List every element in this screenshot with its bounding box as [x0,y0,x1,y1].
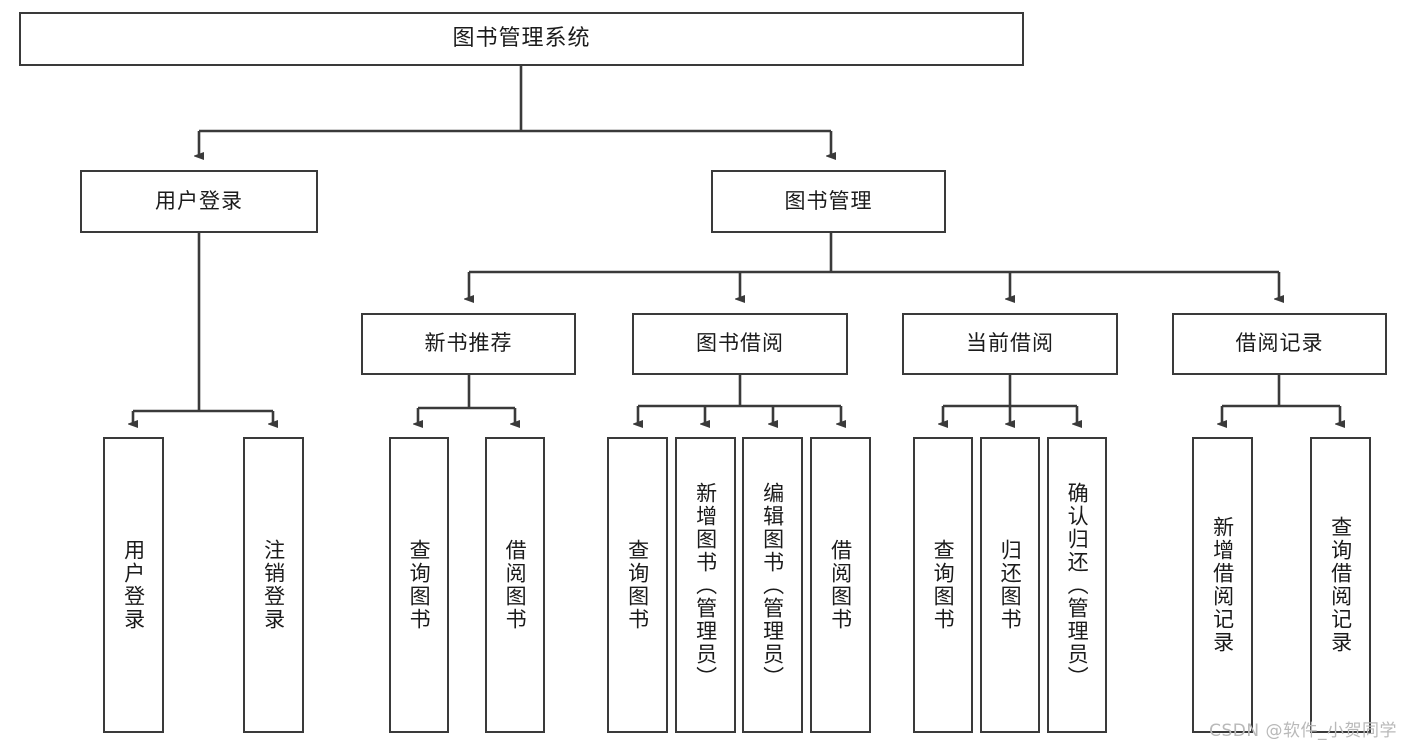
node-root[interactable]: 图书管理系统 [19,12,1024,66]
leaf-current-borrow-return[interactable]: 归还图书 [980,437,1040,733]
node-book-borrow-label: 图书借阅 [696,331,784,356]
node-user-login[interactable]: 用户登录 [80,170,318,233]
leaf-book-borrow-edit[interactable]: 编辑图书（管理员） [742,437,803,733]
leaf-current-borrow-query[interactable]: 查询图书 [913,437,973,733]
leaf-book-borrow-query[interactable]: 查询图书 [607,437,668,733]
leaf-label: 新增借阅记录 [1210,516,1235,654]
leaf-borrow-record-query[interactable]: 查询借阅记录 [1310,437,1371,733]
node-book-borrow[interactable]: 图书借阅 [632,313,848,375]
leaf-borrow-record-add[interactable]: 新增借阅记录 [1192,437,1253,733]
node-borrow-record[interactable]: 借阅记录 [1172,313,1387,375]
node-book-manage[interactable]: 图书管理 [711,170,946,233]
leaf-current-borrow-confirm-return[interactable]: 确认归还（管理员） [1047,437,1107,733]
leaf-label: 借阅图书 [828,539,853,631]
node-current-borrow-label: 当前借阅 [966,331,1054,356]
node-book-manage-label: 图书管理 [784,188,873,213]
node-new-book-recommend-label: 新书推荐 [424,331,513,356]
watermark: CSDN @软件_小贺同学 [1209,721,1397,741]
node-root-label: 图书管理系统 [452,25,591,51]
node-borrow-record-label: 借阅记录 [1235,331,1324,356]
leaf-new-book-query[interactable]: 查询图书 [389,437,449,733]
leaf-label: 查询图书 [931,539,956,631]
leaf-user-login-login[interactable]: 用户登录 [103,437,164,733]
leaf-label: 新增图书（管理员） [693,481,718,689]
leaf-new-book-borrow[interactable]: 借阅图书 [485,437,545,733]
leaf-label: 查询借阅记录 [1328,516,1353,654]
node-user-login-label: 用户登录 [155,188,243,213]
leaf-label: 借阅图书 [503,539,528,631]
leaf-user-login-logout[interactable]: 注销登录 [243,437,304,733]
leaf-book-borrow-add[interactable]: 新增图书（管理员） [675,437,736,733]
leaf-label: 归还图书 [998,539,1023,631]
node-new-book-recommend[interactable]: 新书推荐 [361,313,576,375]
node-current-borrow[interactable]: 当前借阅 [902,313,1118,375]
leaf-label: 编辑图书（管理员） [760,481,785,689]
leaf-label: 查询图书 [625,539,650,631]
leaf-label: 注销登录 [261,539,286,631]
leaf-label: 用户登录 [121,539,146,631]
leaf-label: 确认归还（管理员） [1065,481,1090,689]
leaf-book-borrow-borrow[interactable]: 借阅图书 [810,437,871,733]
leaf-label: 查询图书 [407,539,432,631]
